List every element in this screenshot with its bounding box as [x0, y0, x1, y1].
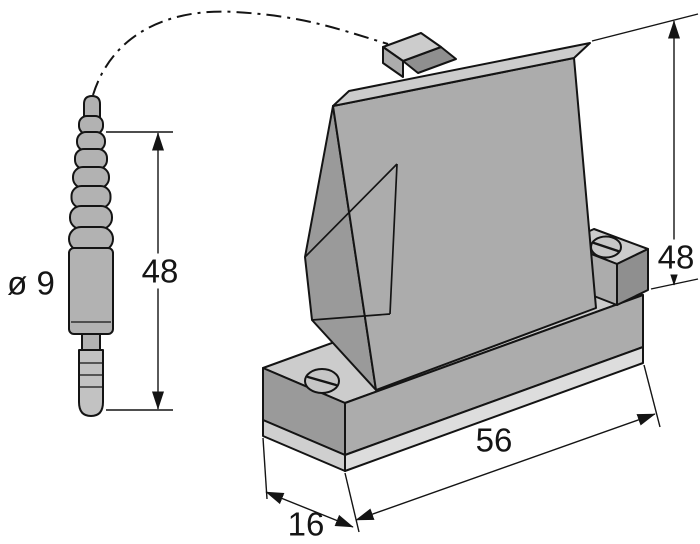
- mounting-screw-right-slot: [592, 241, 620, 253]
- probe-strain-relief-band: [72, 166, 110, 189]
- dim-label-probe-length: 48: [137, 253, 183, 289]
- dim-label-probe-diameter: ø 9: [7, 264, 55, 302]
- dim-label-housing-height: 48: [653, 239, 699, 275]
- mounting-screw-left-slot: [306, 375, 338, 387]
- probe-body-cylinder: [68, 247, 114, 335]
- bottom-plate-left-face: [262, 419, 346, 472]
- right-ear-right-face: [616, 248, 649, 306]
- body-crease-lines: [304, 163, 398, 321]
- dim-label-housing-length: 56: [475, 421, 513, 459]
- probe-strain-relief-band: [69, 205, 113, 230]
- dim-line-housing-length: [355, 413, 656, 521]
- probe-strain-relief-band: [70, 185, 112, 209]
- probe: [68, 95, 114, 417]
- extension-line: [344, 472, 360, 533]
- body-top-face: [332, 42, 591, 107]
- probe-tip: [78, 349, 104, 417]
- extension-line: [591, 13, 699, 42]
- extension-line: [643, 364, 661, 428]
- probe-tip-rings: [79, 362, 103, 388]
- housing: [262, 32, 649, 472]
- dim-label-housing-depth: 16: [287, 505, 325, 543]
- extension-line: [262, 437, 268, 500]
- dim-line-housing-depth: [265, 491, 354, 528]
- probe-neck: [81, 333, 101, 352]
- plug-tab-side-face: [382, 46, 404, 78]
- cable-dashdot-curve: [92, 10, 389, 96]
